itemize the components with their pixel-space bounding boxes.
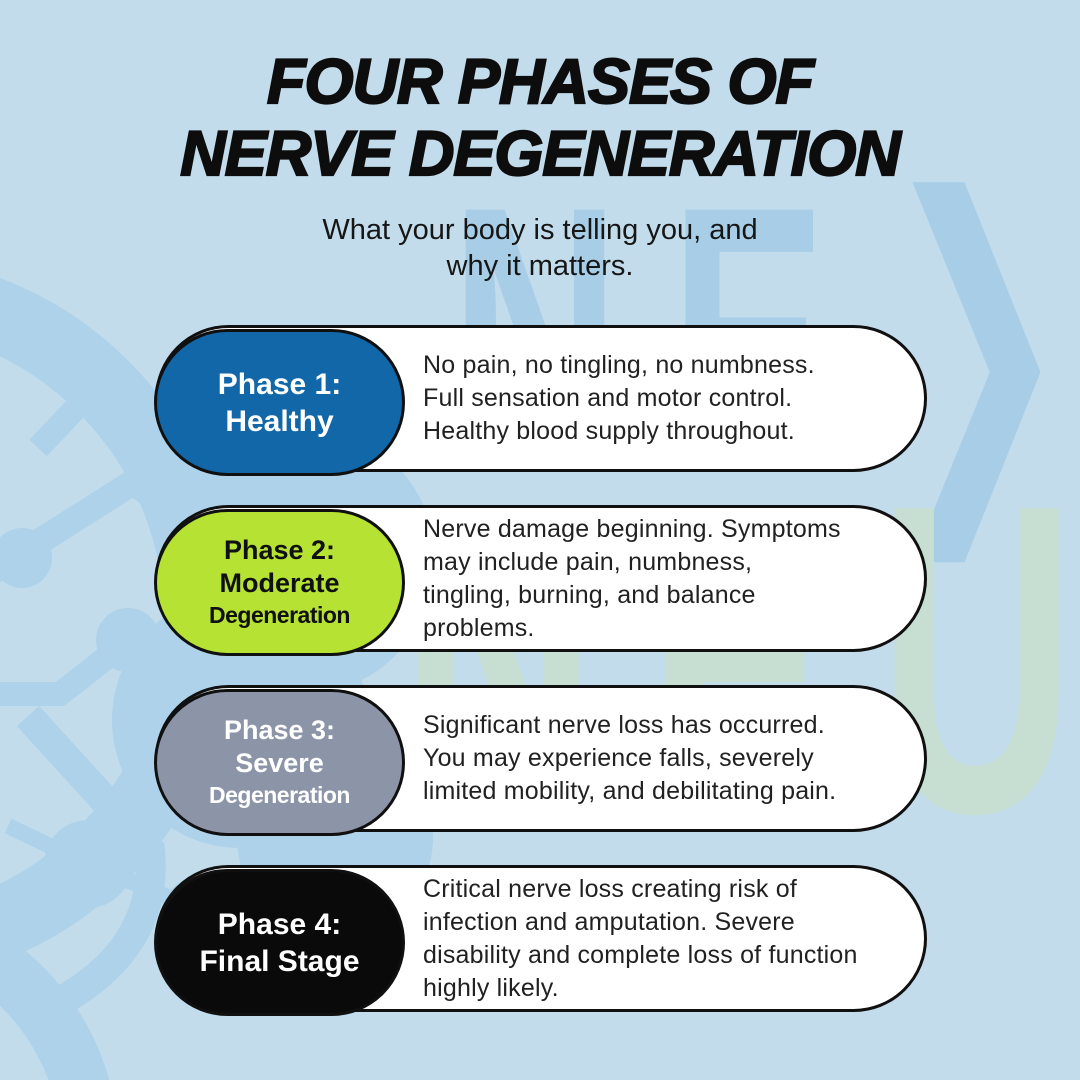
phase-4-description: Critical nerve loss creating risk of inf… — [423, 873, 858, 1005]
phase-4-badge: Phase 4: Final Stage — [154, 869, 405, 1016]
phase-1-badge: Phase 1: Healthy — [154, 329, 405, 476]
page-subtitle: What your body is telling you, and why i… — [0, 212, 1080, 284]
description-line: tingling, burning, and balance — [423, 580, 756, 609]
description-line: may include pain, numbness, — [423, 547, 753, 576]
description-line: No pain, no tingling, no numbness. — [423, 351, 815, 379]
phase-3-label-line: Phase 3: — [223, 715, 336, 745]
phase-1-label-line: Healthy — [225, 404, 334, 438]
description-line: Significant nerve loss has occurred. — [423, 711, 825, 739]
description-line: You may experience falls, severely — [423, 744, 814, 772]
phase-2-label-line: Phase 2: — [223, 535, 336, 565]
description-line: highly likely. — [423, 973, 559, 1002]
phase-4-label-line: Phase 4: — [217, 907, 342, 941]
description-line: Full sensation and motor control. — [423, 384, 793, 412]
page-subtitle-line-1: What your body is telling you, and — [322, 214, 758, 246]
description-line: limited mobility, and debilitating pain. — [423, 777, 837, 805]
description-line: problems. — [423, 613, 535, 642]
description-line: infection and amputation. Severe — [423, 907, 795, 936]
phase-3-badge: Phase 3: Severe Degeneration — [154, 689, 405, 836]
page-title-line-1: FOUR PHASES OF — [266, 46, 815, 118]
phase-row-4: Phase 4: Final Stage Critical nerve loss… — [154, 865, 927, 1016]
page-subtitle-line-2: why it matters. — [446, 250, 634, 282]
phase-3-label-line: Degeneration — [209, 782, 350, 808]
description-line: Nerve damage beginning. Symptoms — [423, 514, 841, 543]
description-line: Critical nerve loss creating risk of — [423, 874, 797, 903]
phase-2-label-line: Moderate — [219, 568, 340, 598]
description-line: Healthy blood supply throughout. — [423, 417, 795, 445]
phase-1-description: No pain, no tingling, no numbness. Full … — [423, 349, 815, 448]
phase-2-badge: Phase 2: Moderate Degeneration — [154, 509, 405, 656]
phase-2-description: Nerve damage beginning. Symptoms may inc… — [423, 513, 841, 645]
phase-row-2: Phase 2: Moderate Degeneration Nerve dam… — [154, 505, 927, 656]
description-line: disability and complete loss of function — [423, 940, 858, 969]
phase-2-label-line: Degeneration — [209, 602, 350, 628]
phase-row-3: Phase 3: Severe Degeneration Significant… — [154, 685, 927, 836]
page-title-line-2: NERVE DEGENERATION — [179, 118, 902, 190]
phase-4-label-line: Final Stage — [199, 944, 360, 978]
phase-3-label-line: Severe — [235, 748, 324, 778]
phase-3-description: Significant nerve loss has occurred. You… — [423, 709, 836, 808]
phase-row-1: Phase 1: Healthy No pain, no tingling, n… — [154, 325, 927, 476]
phase-list: Phase 1: Healthy No pain, no tingling, n… — [154, 325, 927, 1016]
header: FOUR PHASES OF NERVE DEGENERATION What y… — [0, 46, 1080, 284]
phase-1-label-line: Phase 1: — [217, 367, 342, 401]
